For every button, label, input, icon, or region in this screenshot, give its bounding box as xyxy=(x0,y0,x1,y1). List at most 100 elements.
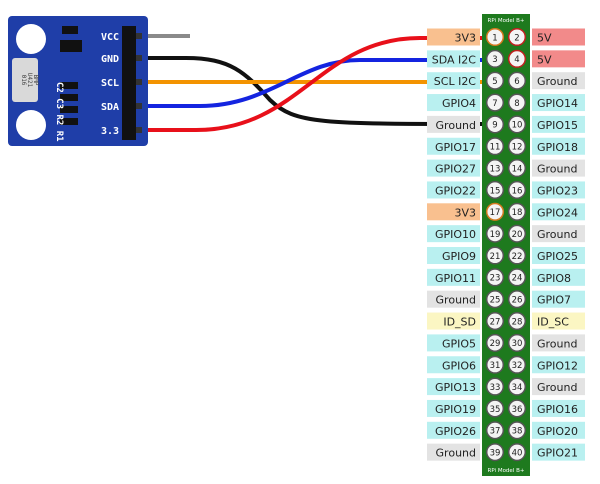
pin-12 xyxy=(507,137,527,156)
pin-label-box-left xyxy=(427,203,480,221)
pin-16 xyxy=(507,180,527,199)
pin-17 xyxy=(485,202,505,221)
pin-label-right: 5V xyxy=(537,53,552,66)
pin-number: 39 xyxy=(490,448,501,458)
pin-label-box-right xyxy=(532,421,585,439)
sensor-pin-label-sda: SDA xyxy=(101,102,119,113)
pin-2 xyxy=(507,27,527,47)
pin-label-box-right xyxy=(532,115,585,133)
smd-component xyxy=(60,82,78,89)
pin-11 xyxy=(485,137,505,156)
smd-component xyxy=(60,118,78,125)
smd-component xyxy=(60,40,82,52)
pin-label-box-right xyxy=(532,268,585,286)
pin-label-box-right xyxy=(532,203,585,221)
pin-number: 11 xyxy=(490,143,501,153)
pin-35 xyxy=(485,399,505,418)
pin-number: 31 xyxy=(490,361,501,371)
pin-36 xyxy=(507,399,527,418)
pin-label-box-right xyxy=(532,159,585,177)
sensor-pin-label-scl: SCL xyxy=(101,78,119,89)
pin-number: 23 xyxy=(490,274,501,284)
pin-number: 36 xyxy=(512,405,523,415)
pin-label-left: Ground xyxy=(436,294,476,307)
pin-label-left: GPIO4 xyxy=(442,97,476,110)
pin-18 xyxy=(507,202,527,221)
pin-label-box-right xyxy=(532,378,585,396)
pin-label-left: ID_SD xyxy=(443,316,476,329)
pin-number: 7 xyxy=(492,99,497,109)
pin-label-left: GPIO27 xyxy=(435,163,476,176)
pin-label-box-right xyxy=(532,399,585,417)
pin-13 xyxy=(485,159,505,178)
pin-number: 5 xyxy=(492,77,497,87)
pin-20 xyxy=(507,224,527,243)
pin-31 xyxy=(485,355,505,374)
pin-label-box-right xyxy=(532,181,585,199)
pin-label-box-left xyxy=(427,72,480,90)
pin-number: 22 xyxy=(512,252,523,262)
pin-number: 29 xyxy=(490,339,501,349)
pin-34 xyxy=(507,377,527,396)
mount-hole-top xyxy=(16,24,46,54)
component-labels: C2 C3 R2 R1 xyxy=(54,82,64,142)
smd-component xyxy=(60,94,78,101)
pin-label-box-right xyxy=(532,443,585,461)
sensor-pin-label-33: 3.3 xyxy=(101,126,119,137)
pin-label-box-right xyxy=(532,50,585,68)
pin-label-box-left xyxy=(427,159,480,177)
pin-8 xyxy=(507,93,527,112)
pin-label-box-left xyxy=(427,28,480,46)
pin-9 xyxy=(485,115,505,134)
pin-27 xyxy=(485,312,505,331)
pin-label-box-left xyxy=(427,356,480,374)
pin-30 xyxy=(507,333,527,352)
pin-label-right: GPIO7 xyxy=(537,294,571,307)
pin-label-right: GPIO14 xyxy=(537,97,578,110)
pin-label-right: GPIO8 xyxy=(537,272,571,285)
pin-number: 9 xyxy=(492,121,497,131)
pin-number: 3 xyxy=(492,55,497,65)
pin-1 xyxy=(485,27,505,47)
pin-label-left: GPIO9 xyxy=(442,250,476,263)
pin-number: 2 xyxy=(514,33,519,43)
wire-gnd xyxy=(126,56,491,126)
pin-label-right: GPIO24 xyxy=(537,206,578,219)
pin-label-right: 5V xyxy=(537,32,552,45)
rpi-title-top: RPi Model B+ xyxy=(488,18,525,24)
pin-number: 34 xyxy=(512,383,523,393)
pin-number: 32 xyxy=(512,361,523,371)
pin-number: 24 xyxy=(512,274,523,284)
pin-19 xyxy=(485,224,505,243)
pin-number: 33 xyxy=(490,383,501,393)
pin-33 xyxy=(485,377,505,396)
sensor-pcb xyxy=(8,16,148,146)
pin-label-box-left xyxy=(427,50,480,68)
pin-label-box-left xyxy=(427,421,480,439)
pin-6 xyxy=(507,71,527,90)
pin-37 xyxy=(485,421,505,440)
pin-number: 4 xyxy=(514,55,519,65)
pin-number: 20 xyxy=(512,230,523,240)
pin-number: 18 xyxy=(512,208,523,218)
rpi-board xyxy=(482,14,530,476)
pin-label-left: GPIO22 xyxy=(435,184,476,197)
pin-label-left: GPIO26 xyxy=(435,425,476,438)
pin-39 xyxy=(485,443,505,462)
sensor-header-pin xyxy=(136,55,142,61)
pin-29 xyxy=(485,333,505,352)
pin-label-box-left xyxy=(427,334,480,352)
pin-7 xyxy=(485,93,505,112)
pin-number: 25 xyxy=(490,296,501,306)
pin-3 xyxy=(485,49,505,68)
pin-label-right: GPIO25 xyxy=(537,250,578,263)
